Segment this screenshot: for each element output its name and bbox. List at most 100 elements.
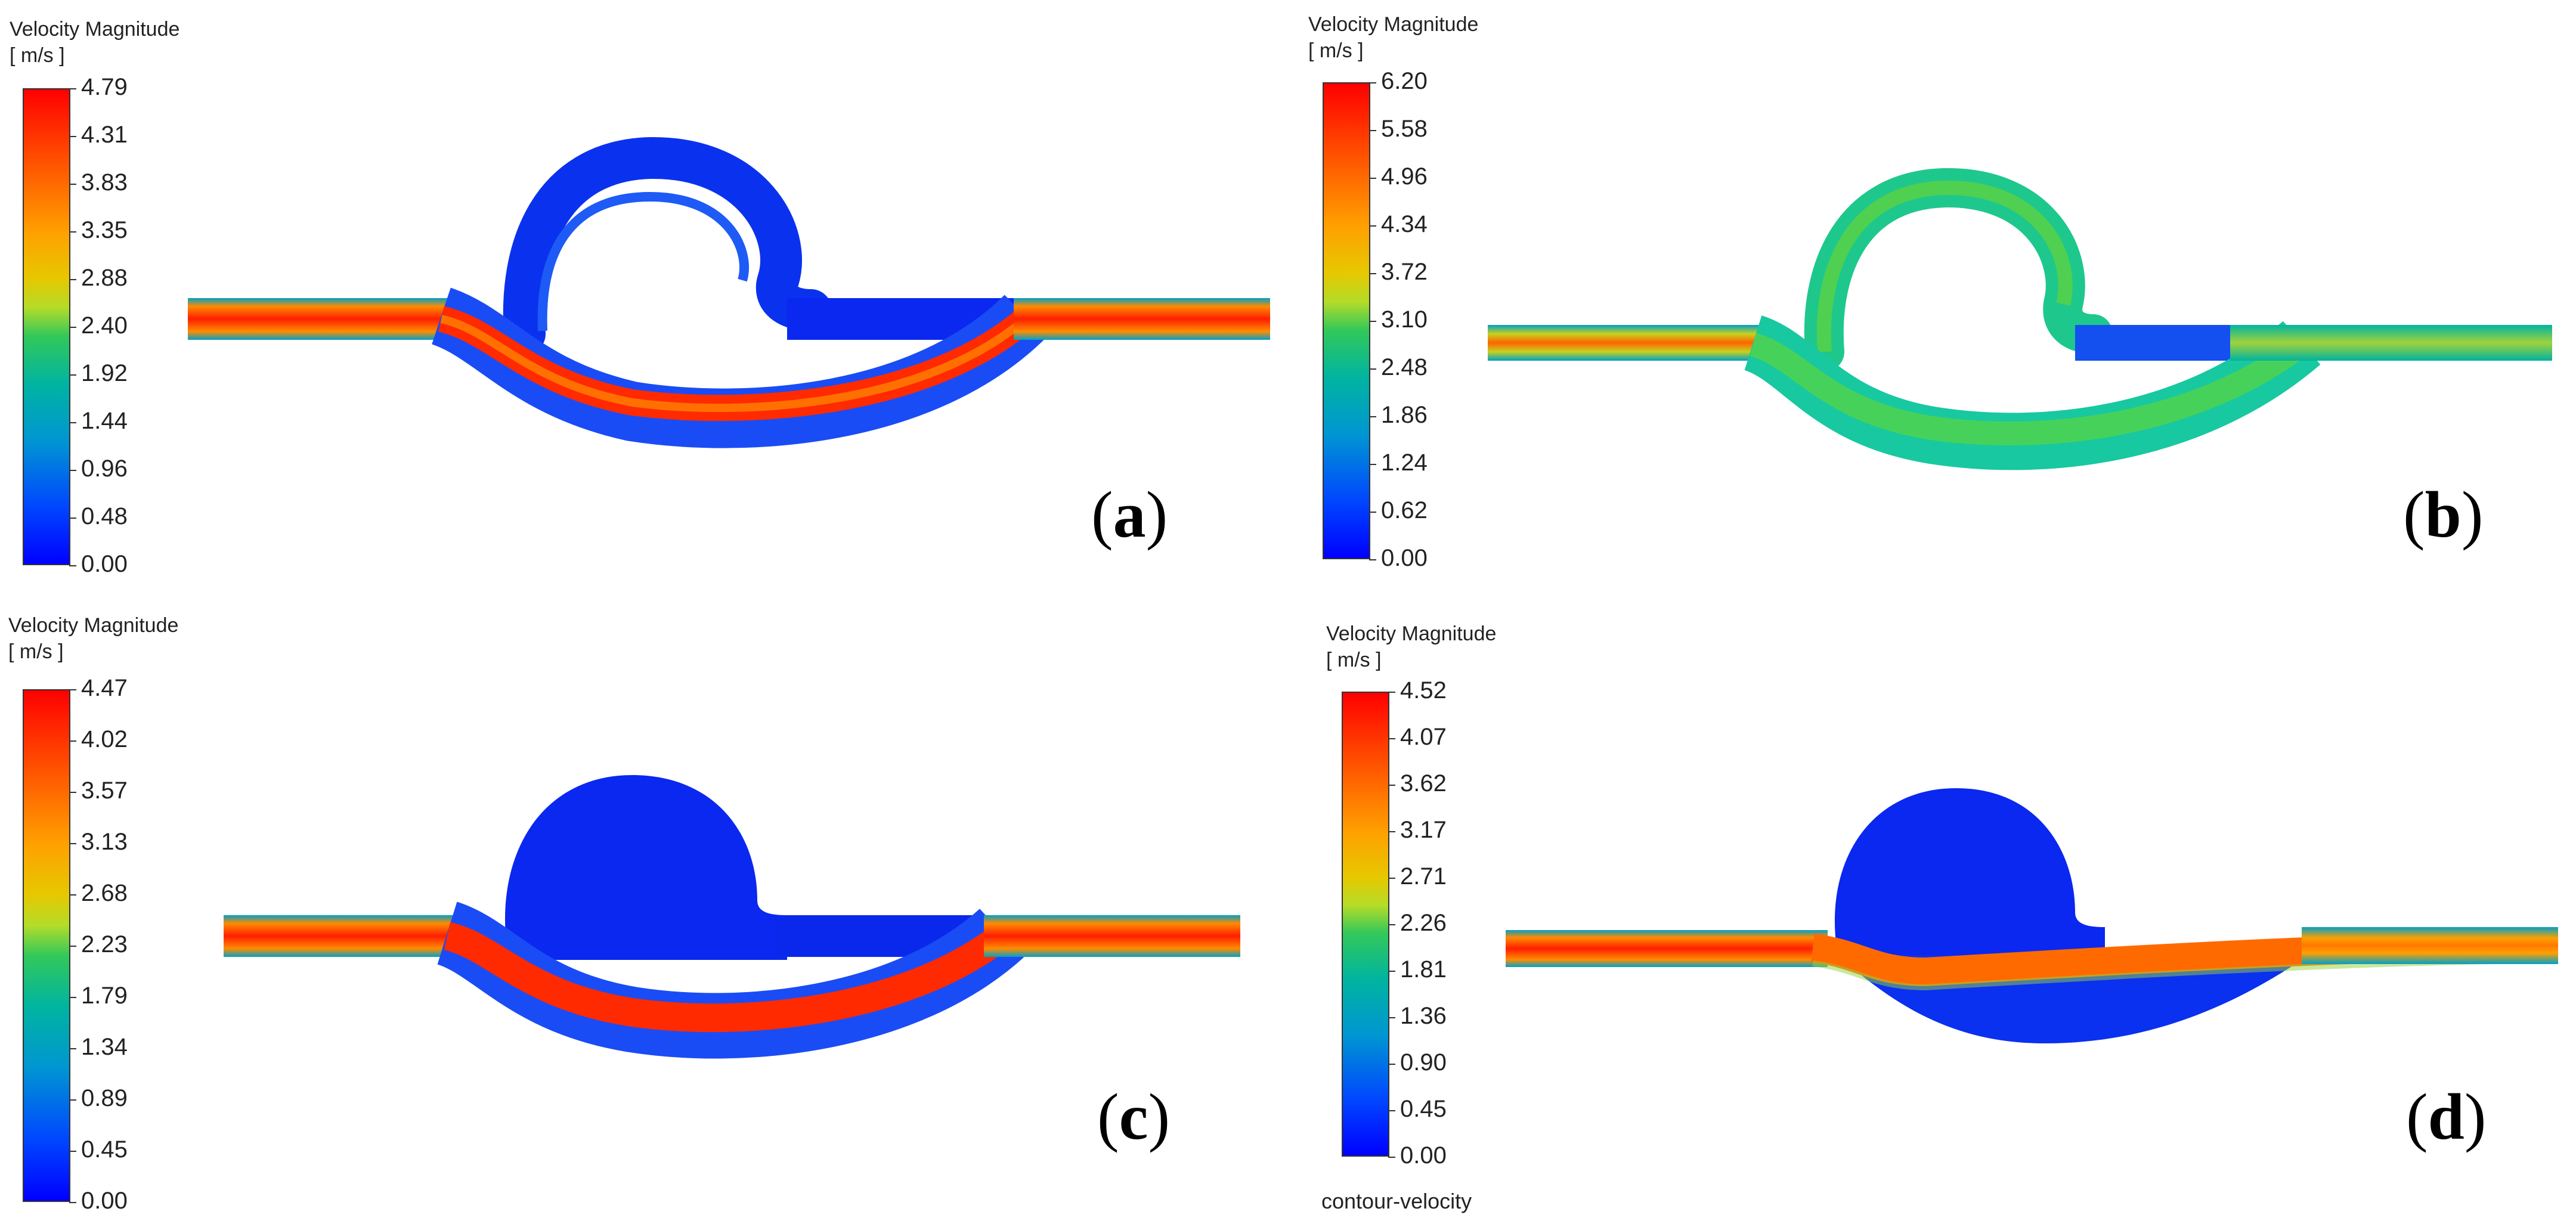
colorbar-tick-mark bbox=[1369, 273, 1376, 274]
colorbar-tick-mark bbox=[1388, 878, 1395, 879]
colorbar-tick-label: 1.81 bbox=[1400, 956, 1447, 983]
colorbar bbox=[1342, 692, 1389, 1157]
colorbar-tick-mark bbox=[69, 1099, 76, 1101]
lower-arc-core bbox=[443, 922, 1011, 1033]
colorbar-tick-label: 1.24 bbox=[1381, 450, 1428, 476]
colorbar-tick-mark bbox=[69, 1151, 76, 1152]
inlet-pipe bbox=[1488, 325, 1762, 361]
colorbar-tick-mark bbox=[69, 689, 76, 690]
colorbar-tick-label: 4.02 bbox=[81, 726, 128, 752]
colorbar-tick-label: 3.17 bbox=[1400, 817, 1447, 843]
colorbar-tick-mark bbox=[69, 231, 76, 233]
colorbar-tick-label: 4.34 bbox=[1381, 211, 1428, 237]
colorbar-tick-label: 2.26 bbox=[1400, 910, 1447, 936]
colorbar-tick-label: 3.72 bbox=[1381, 259, 1428, 285]
colorbar-tick-label: 3.13 bbox=[81, 829, 128, 855]
colorbar-tick-label: 4.96 bbox=[1381, 163, 1428, 190]
colorbar-tick-label: 4.07 bbox=[1400, 724, 1447, 750]
colorbar-tick-mark bbox=[69, 88, 76, 89]
colorbar-tick-label: 0.45 bbox=[1400, 1096, 1447, 1122]
colorbar-tick-label: 1.86 bbox=[1381, 402, 1428, 428]
outlet-pipe bbox=[2230, 325, 2552, 361]
colorbar-tick-mark bbox=[1388, 971, 1395, 972]
outlet-pipe bbox=[984, 915, 1240, 957]
colorbar-tick-mark bbox=[1369, 321, 1376, 322]
colorbar-title: Velocity Magnitude bbox=[1308, 13, 1479, 36]
flow-domain bbox=[1506, 788, 2559, 1043]
colorbar-tick-label: 3.62 bbox=[1400, 770, 1447, 797]
colorbar-tick-mark bbox=[69, 279, 76, 280]
panel-label: (c) bbox=[1097, 1080, 1171, 1153]
colorbar-tick-label: 0.90 bbox=[1400, 1049, 1447, 1076]
colorbar-tick-label: 2.88 bbox=[81, 265, 128, 291]
colorbar-tick-mark bbox=[69, 184, 76, 185]
colorbar-tick-label: 0.62 bbox=[1381, 497, 1428, 523]
colorbar-tick-mark bbox=[1388, 924, 1395, 925]
flow-domain bbox=[188, 137, 1270, 448]
colorbar-tick-label: 0.48 bbox=[81, 503, 128, 529]
colorbar-tick-label: 0.45 bbox=[81, 1136, 128, 1163]
upper-branch bbox=[2075, 325, 2254, 361]
colorbar-tick-label: 4.79 bbox=[81, 74, 128, 100]
colorbar-tick-mark bbox=[1369, 225, 1376, 227]
flow-domain bbox=[1488, 168, 2552, 470]
colorbar-tick-label: 1.34 bbox=[81, 1034, 128, 1060]
colorbar-tick-label: 3.35 bbox=[81, 217, 128, 243]
colorbar-tick-mark bbox=[1388, 738, 1395, 739]
colorbar-tick-label: 0.00 bbox=[1400, 1142, 1447, 1169]
colorbar-tick-mark bbox=[69, 327, 76, 328]
colorbar-tick-mark bbox=[69, 1048, 76, 1049]
inlet-pipe bbox=[188, 298, 450, 340]
colorbar-tick-mark bbox=[1369, 130, 1376, 131]
inlet-pipe bbox=[1506, 930, 1828, 967]
colorbar-tick-mark bbox=[1388, 785, 1395, 786]
colorbar-tick-mark bbox=[1369, 416, 1376, 417]
colorbar-tick-mark bbox=[1388, 1157, 1395, 1158]
colorbar-tick-label: 2.68 bbox=[81, 880, 128, 906]
panel-d: Velocity Magnitude [ m/s ] (d) contour-v… bbox=[1300, 602, 2576, 1227]
colorbar-tick-mark bbox=[69, 792, 76, 793]
colorbar-unit: [ m/s ] bbox=[10, 44, 65, 67]
colorbar-tick-label: 1.36 bbox=[1400, 1003, 1447, 1029]
panel-label: (b) bbox=[2403, 478, 2484, 551]
colorbar-tick-mark bbox=[1369, 82, 1376, 83]
colorbar-tick-label: 1.79 bbox=[81, 983, 128, 1009]
colorbar-tick-mark bbox=[69, 518, 76, 519]
colorbar-tick-mark bbox=[69, 894, 76, 896]
colorbar-tick-mark bbox=[69, 422, 76, 423]
colorbar-tick-mark bbox=[1369, 464, 1376, 465]
colorbar bbox=[23, 88, 70, 565]
flow-domain bbox=[224, 775, 1240, 1059]
colorbar-tick-label: 2.48 bbox=[1381, 354, 1428, 380]
colorbar-tick-label: 0.89 bbox=[81, 1085, 128, 1111]
loop-channel bbox=[503, 137, 832, 355]
cavity-top bbox=[1834, 788, 2105, 960]
colorbar-tick-label: 3.57 bbox=[81, 777, 128, 804]
panel-label: (d) bbox=[2406, 1080, 2487, 1153]
colorbar-tick-mark bbox=[1369, 178, 1376, 179]
colorbar-tick-label: 0.00 bbox=[81, 551, 128, 577]
colorbar-tick-mark bbox=[1388, 1017, 1395, 1018]
colorbar bbox=[23, 689, 70, 1202]
colorbar-tick-mark bbox=[69, 997, 76, 998]
colorbar-tick-label: 0.00 bbox=[81, 1188, 128, 1214]
colorbar-title: Velocity Magnitude bbox=[10, 18, 180, 41]
colorbar-tick-label: 4.52 bbox=[1400, 677, 1447, 704]
colorbar-unit: [ m/s ] bbox=[1308, 39, 1364, 62]
colorbar-tick-label: 4.47 bbox=[81, 675, 128, 701]
colorbar-tick-mark bbox=[1369, 512, 1376, 513]
colorbar-tick-label: 3.10 bbox=[1381, 306, 1428, 333]
outlet-pipe bbox=[1014, 298, 1270, 340]
colorbar-tick-mark bbox=[1388, 1110, 1395, 1111]
colorbar-tick-label: 3.83 bbox=[81, 169, 128, 196]
colorbar-tick-mark bbox=[1388, 692, 1395, 693]
colorbar-tick-label: 2.23 bbox=[81, 931, 128, 958]
footer-caption: contour-velocity bbox=[1321, 1189, 1472, 1213]
colorbar-tick-label: 2.71 bbox=[1400, 863, 1447, 890]
cavity bbox=[504, 775, 787, 960]
colorbar-tick-mark bbox=[1388, 1064, 1395, 1065]
colorbar-tick-label: 4.31 bbox=[81, 122, 128, 148]
